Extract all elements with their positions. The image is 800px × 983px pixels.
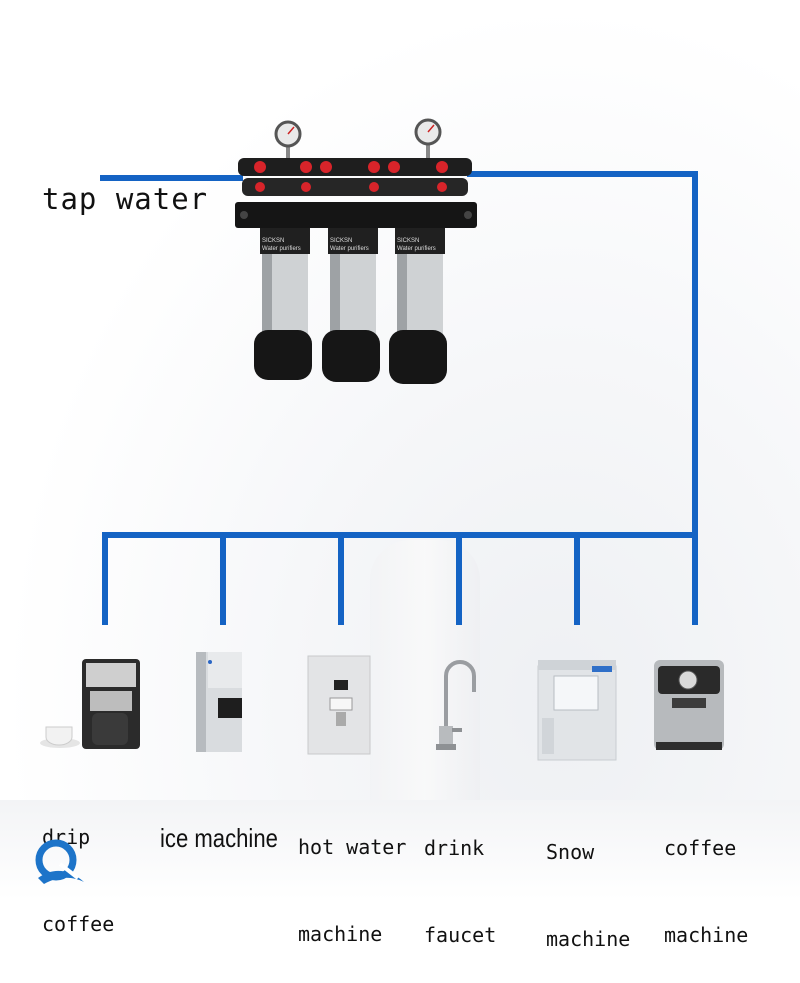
label-line: ice machine — [160, 823, 278, 853]
label-line: Snow — [546, 840, 595, 864]
background-table — [0, 800, 800, 900]
label-line: machine — [298, 922, 383, 946]
hot-water-dispenser-icon — [307, 655, 371, 755]
purifier-brand-2: SICKSN — [330, 238, 352, 244]
label-line: machine — [546, 927, 631, 951]
outlet-pipe — [467, 171, 698, 538]
purifier-subtitle-2: Water purifiers — [330, 246, 369, 252]
label-line: hot water — [298, 835, 407, 859]
drip-coffee-maker-icon — [40, 659, 140, 749]
label-hot-water-machine: hot water machine — [298, 775, 406, 978]
pressure-gauge-icon — [274, 118, 442, 166]
purifier-brand-1: SICKSN — [262, 238, 284, 244]
company-logo-icon — [35, 839, 84, 884]
purifier-brand-3: SICKSN — [397, 238, 419, 244]
espresso-machine-icon — [654, 660, 724, 750]
label-line: coffee — [42, 912, 115, 936]
label-line: faucet — [424, 923, 497, 947]
faucet-icon — [436, 660, 476, 750]
label-coffee-machine: coffee machine — [664, 776, 748, 979]
label-line: coffee — [664, 836, 737, 860]
ice-machine-icon — [196, 652, 242, 752]
label-drink-faucet: drink faucet — [424, 776, 496, 979]
snow-ice-machine-icon — [537, 660, 617, 761]
label-line: drink — [424, 836, 485, 860]
purifier-subtitle-3: Water purifiers — [397, 246, 436, 252]
label-snow-machine: Snow machine — [546, 780, 630, 983]
label-ice-machine: ice machine — [160, 766, 278, 882]
tap-water-label: tap water — [42, 182, 209, 216]
label-line: machine — [664, 923, 749, 947]
pipe-network — [100, 171, 698, 625]
water-filter-system-icon: SICKSN Water purifiers SICKSN Water puri… — [235, 118, 477, 384]
purifier-subtitle-1: Water purifiers — [262, 246, 301, 252]
